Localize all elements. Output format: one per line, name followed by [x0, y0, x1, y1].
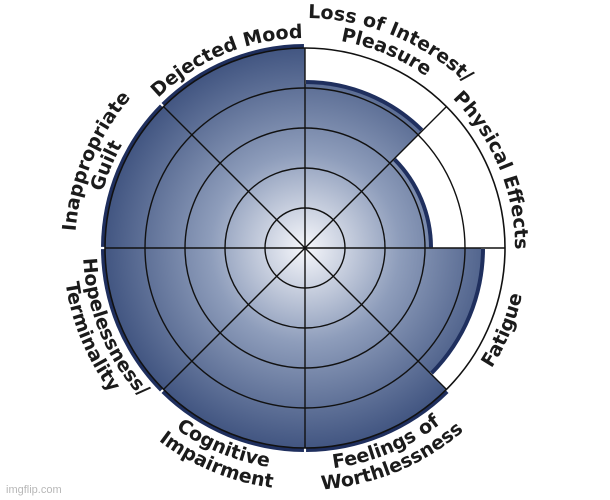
segment-fill — [105, 248, 305, 390]
segment-fill — [163, 248, 305, 448]
segment-label: Fatigue — [477, 291, 527, 371]
segment-label-text: Fatigue — [477, 291, 527, 371]
segment-label: Physical Effects — [449, 87, 532, 250]
segment-fill — [163, 48, 305, 248]
segment-fill — [305, 84, 421, 248]
spoke-line — [304, 106, 447, 249]
watermark: imgflip.com — [6, 484, 62, 496]
spoke-line — [163, 247, 306, 390]
segment-fill — [305, 248, 447, 448]
segment-fill — [305, 248, 481, 373]
segment-fill — [305, 160, 429, 248]
spoke-line — [304, 247, 447, 390]
segment-fill — [105, 106, 305, 248]
segment-label-text: Physical Effects — [449, 87, 532, 250]
spoke-line — [163, 106, 306, 249]
